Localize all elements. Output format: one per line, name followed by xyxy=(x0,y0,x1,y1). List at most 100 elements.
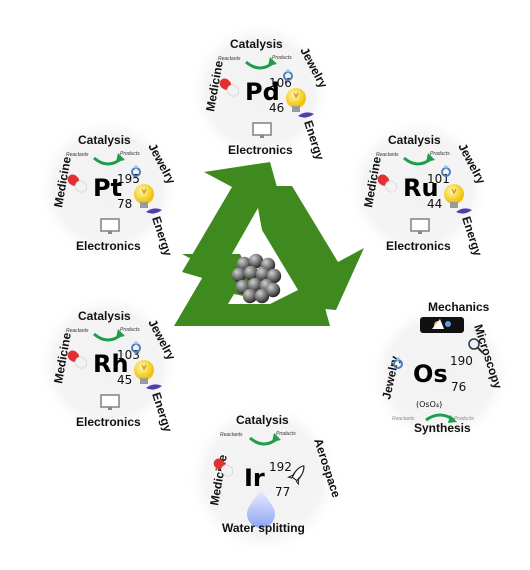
label-products: Products xyxy=(430,151,450,157)
element-symbol: Ru xyxy=(403,174,439,202)
mechanics-icon xyxy=(420,317,464,333)
medallion-background xyxy=(188,20,332,164)
lightbulb-icon xyxy=(444,184,464,208)
medallion-os: Mechanics Os 190 76 (OsO₄) Reactants Pro… xyxy=(368,300,512,446)
pill-icon xyxy=(67,350,88,369)
lightbulb-icon xyxy=(134,360,154,384)
cluster-atom xyxy=(265,282,281,298)
label-products: Products xyxy=(120,151,140,157)
label-electronics: Electronics xyxy=(228,143,293,157)
monitor-icon xyxy=(100,394,120,410)
label-catalysis: Catalysis xyxy=(78,309,131,323)
label-reactants: Reactants xyxy=(66,328,89,334)
atomic-number: 78 xyxy=(117,197,132,211)
mass-number: 190 xyxy=(450,354,473,368)
label-electronics: Electronics xyxy=(76,239,141,253)
medallion-background xyxy=(36,116,180,260)
label-synthesis: Synthesis xyxy=(414,421,471,435)
label-products: Products xyxy=(120,327,140,333)
nanoparticle-cluster-icon xyxy=(231,253,282,304)
ring-icon xyxy=(131,341,141,353)
label-catalysis: Catalysis xyxy=(230,37,283,51)
mass-number: 101 xyxy=(427,172,450,186)
energy-leaf-icon xyxy=(298,112,314,118)
pill-icon xyxy=(377,174,398,193)
synthesis-arrow-icon xyxy=(425,413,457,423)
lightbulb-icon xyxy=(286,88,306,112)
element-symbol: Pt xyxy=(93,174,122,202)
ring-icon xyxy=(283,69,293,81)
pill-icon xyxy=(219,78,240,97)
label-products: Products xyxy=(454,416,474,422)
medallion-background xyxy=(36,292,180,436)
cluster-atom xyxy=(248,253,264,269)
monitor-icon xyxy=(410,218,430,234)
recycle-arrow-right xyxy=(254,186,364,310)
label-reactants: Reactants xyxy=(392,416,415,422)
medallion-ir: Catalysis Reactants Products Medicine Ir… xyxy=(186,400,344,556)
label-products: Products xyxy=(272,55,292,61)
label-catalysis: Catalysis xyxy=(236,413,289,427)
label-reactants: Reactants xyxy=(218,56,241,62)
label-oso4: (OsO₄) xyxy=(416,400,442,409)
recycling-arrows xyxy=(174,162,364,326)
element-symbol: Rh xyxy=(93,350,129,378)
cluster-atom xyxy=(242,288,258,304)
label-reactants: Reactants xyxy=(220,432,243,438)
monitor-icon xyxy=(100,218,120,234)
label-reactants: Reactants xyxy=(66,152,89,158)
atomic-number: 76 xyxy=(451,380,466,394)
medallion-background xyxy=(186,400,342,556)
energy-leaf-icon xyxy=(146,384,162,390)
rocket-icon xyxy=(287,465,305,486)
ring-icon xyxy=(131,165,141,177)
element-symbol: Os xyxy=(413,360,448,388)
label-reactants: Reactants xyxy=(376,152,399,158)
magnifier-icon xyxy=(468,338,484,354)
monitor-icon xyxy=(252,122,272,138)
cluster-atom xyxy=(254,288,270,304)
cluster-atom xyxy=(243,265,259,281)
label-products: Products xyxy=(276,431,296,437)
atomic-number: 77 xyxy=(275,485,290,499)
mass-number: 195 xyxy=(117,172,140,186)
label-water-splitting: Water splitting xyxy=(222,521,305,535)
catalysis-arrow-icon xyxy=(93,153,125,166)
ring-icon xyxy=(441,165,451,177)
element-symbol: Pd xyxy=(245,78,280,106)
catalysis-arrow-icon xyxy=(249,433,281,446)
label-catalysis: Catalysis xyxy=(388,133,441,147)
atomic-number: 45 xyxy=(117,373,132,387)
label-electronics: Electronics xyxy=(386,239,451,253)
cluster-atom xyxy=(247,277,263,293)
medallion-background xyxy=(368,302,512,446)
label-electronics: Electronics xyxy=(76,415,141,429)
mass-number: 192 xyxy=(269,460,292,474)
lightbulb-icon xyxy=(134,184,154,208)
label-mechanics: Mechanics xyxy=(428,300,490,314)
atomic-number: 46 xyxy=(269,101,284,115)
ring-icon xyxy=(393,357,403,369)
catalysis-arrow-icon xyxy=(245,57,277,70)
pill-icon xyxy=(213,458,234,477)
mass-number: 106 xyxy=(269,76,292,90)
pill-icon xyxy=(67,174,88,193)
cluster-atom xyxy=(231,267,247,283)
catalysis-arrow-icon xyxy=(403,153,435,166)
energy-leaf-icon xyxy=(146,208,162,214)
cluster-atom xyxy=(266,268,282,284)
mass-number: 103 xyxy=(117,348,140,362)
cluster-atom xyxy=(255,266,271,282)
atomic-number: 44 xyxy=(427,197,442,211)
water-drop-icon xyxy=(247,490,275,528)
element-symbol: Ir xyxy=(244,464,265,492)
catalysis-arrow-icon xyxy=(93,329,125,342)
energy-leaf-icon xyxy=(456,208,472,214)
medallion-background xyxy=(346,116,490,260)
label-catalysis: Catalysis xyxy=(78,133,131,147)
